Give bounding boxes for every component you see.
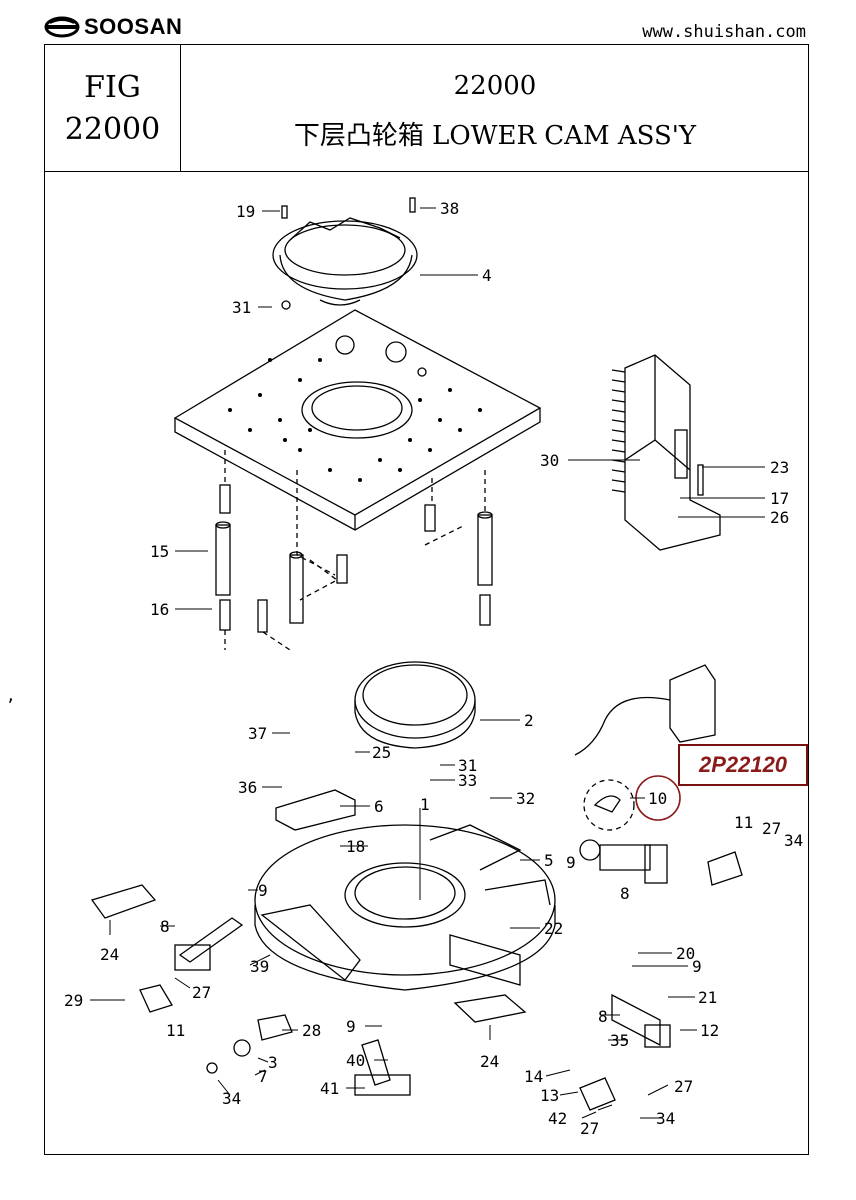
callout-label: 33 xyxy=(458,771,477,790)
callout-label: 29 xyxy=(64,991,83,1010)
fig-cell: FIG 22000 xyxy=(45,45,181,171)
fig-number: 22000 xyxy=(64,112,161,147)
callout-label: 27 xyxy=(762,819,781,838)
callout-label: 9 xyxy=(258,881,268,900)
callout-label: 23 xyxy=(770,458,789,477)
title-number: 22000 xyxy=(453,71,537,101)
title-block: FIG 22000 22000 下层凸轮箱 LOWER CAM ASS'Y xyxy=(44,44,809,172)
callout-label: 34 xyxy=(222,1089,241,1108)
callout-label: 15 xyxy=(150,542,169,561)
callout-label: 31 xyxy=(458,756,477,775)
callout-label: 7 xyxy=(258,1067,268,1086)
callout-label: 1 xyxy=(420,795,430,814)
title-name: 下层凸轮箱 LOWER CAM ASS'Y xyxy=(293,121,697,151)
callout-label: 34 xyxy=(656,1109,675,1128)
callout-label: 14 xyxy=(524,1067,543,1086)
callout-label: 22 xyxy=(544,919,563,938)
callout-label: 11 xyxy=(166,1021,185,1040)
part-connector-icon xyxy=(574,664,716,756)
callout-label: 8 xyxy=(620,884,630,903)
part-lever-8-icon xyxy=(174,844,671,1096)
fig-label: FIG xyxy=(84,70,141,105)
callout-label: 25 xyxy=(372,743,391,762)
leader-lines xyxy=(90,207,765,1119)
part-bracket-30-icon xyxy=(611,354,721,551)
callout-label: 19 xyxy=(236,202,255,221)
website-url: www.shuishan.com xyxy=(642,22,806,42)
part-bracket-11-icon xyxy=(139,984,173,1013)
callout-label: 40 xyxy=(346,1051,365,1070)
callout-label: 17 xyxy=(770,489,789,508)
part-block-6-icon xyxy=(275,789,356,831)
part-washer-3-icon xyxy=(233,1039,251,1057)
callout-label: 9 xyxy=(692,957,702,976)
stray-mark: , xyxy=(6,686,16,705)
part-cover-24-icon xyxy=(90,884,157,919)
callout-label: 8 xyxy=(598,1007,608,1026)
callout-label: 9 xyxy=(566,853,576,872)
callout-label: 10 xyxy=(648,789,667,808)
callout-label: 21 xyxy=(698,988,717,1007)
callout-label: 3 xyxy=(268,1053,278,1072)
brand-name: SOOSAN xyxy=(84,14,183,39)
part-base-plate-1-icon xyxy=(254,824,556,991)
callout-label: 5 xyxy=(544,851,554,870)
callout-label: 26 xyxy=(770,508,789,527)
part-bracket-11b-icon xyxy=(707,851,743,886)
callout-label: 8 xyxy=(160,917,170,936)
part-main-plate-icon xyxy=(173,309,542,531)
callout-label: 34 xyxy=(784,831,803,850)
soosan-logo-icon xyxy=(44,16,80,38)
callout-label: 38 xyxy=(440,199,459,218)
callout-label: 32 xyxy=(516,789,535,808)
callout-label: 41 xyxy=(320,1079,339,1098)
callout-label: 4 xyxy=(482,266,492,285)
callout-label: 24 xyxy=(100,945,119,964)
diagram-frame xyxy=(44,171,809,1155)
callout-label: 27 xyxy=(192,983,211,1002)
callout-label: 9 xyxy=(346,1017,356,1036)
detail-circle xyxy=(583,779,635,831)
part-lower-cam-top-icon xyxy=(272,197,418,310)
callout-label: 20 xyxy=(676,944,695,963)
part-cam-follower-10-icon xyxy=(593,795,621,813)
part-bracket-28-icon xyxy=(257,1014,293,1041)
callout-label: 36 xyxy=(238,778,257,797)
callout-label: 31 xyxy=(232,298,251,317)
brand-logo: SOOSAN xyxy=(44,14,182,40)
callout-label: 6 xyxy=(374,797,384,816)
part-bracket-13-icon xyxy=(579,1077,616,1111)
assembly-lines xyxy=(224,450,486,651)
callout-label: 13 xyxy=(540,1086,559,1105)
callout-label: 24 xyxy=(480,1052,499,1071)
callout-label: 35 xyxy=(610,1031,629,1050)
part-nut-34-icon xyxy=(206,1062,218,1074)
callout-label: 42 xyxy=(548,1109,567,1128)
part-cover-24b-icon xyxy=(453,994,527,1023)
part-cam-ring-2-icon xyxy=(354,661,476,749)
callout-label: 28 xyxy=(302,1021,321,1040)
title-cell: 22000 下层凸轮箱 LOWER CAM ASS'Y xyxy=(182,45,808,171)
callout-label: 30 xyxy=(540,451,559,470)
part-spacer-posts-icon xyxy=(215,484,493,633)
callout-label: 39 xyxy=(250,957,269,976)
callout-label: 18 xyxy=(346,837,365,856)
callout-label: 2 xyxy=(524,711,534,730)
plate-holes xyxy=(228,358,482,482)
callout-label: 16 xyxy=(150,600,169,619)
reference-code-badge: 2P22120 xyxy=(678,744,808,786)
callout-label: 12 xyxy=(700,1021,719,1040)
callout-label: 27 xyxy=(580,1119,599,1138)
callout-label: 27 xyxy=(674,1077,693,1096)
part-roller-icon xyxy=(579,839,601,861)
callout-label: 37 xyxy=(248,724,267,743)
callout-label: 11 xyxy=(734,813,753,832)
